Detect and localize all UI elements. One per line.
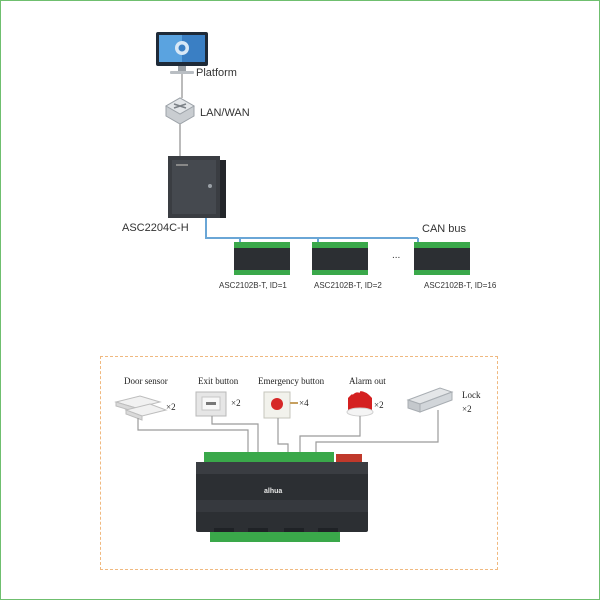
exit-button-label: Exit button: [198, 376, 239, 386]
slave-2-label: ASC2102B-T, ID=2: [314, 281, 382, 290]
ellipsis-label: ...: [392, 250, 401, 261]
can-bus-line: [205, 218, 418, 239]
switch-icon: [164, 97, 196, 125]
lock-label: Lock: [462, 390, 481, 400]
emergency-button-qty: ×4: [299, 398, 309, 408]
peripheral-wires: [137, 410, 439, 452]
exit-button-qty: ×2: [231, 398, 241, 408]
slave-controller-16-icon: [414, 242, 470, 275]
emergency-button-label: Emergency button: [258, 376, 325, 386]
can-bus-label: CAN bus: [422, 223, 467, 235]
detail-controller-icon: [196, 452, 368, 542]
alarm-out-qty: ×2: [374, 400, 384, 410]
platform-monitor-icon: [156, 32, 208, 74]
emergency-button-icon: [263, 391, 298, 419]
detail-dashed-box: [100, 356, 498, 570]
network-label: LAN/WAN: [200, 107, 250, 119]
exit-button-icon: [195, 391, 227, 417]
platform-label: Platform: [196, 67, 237, 79]
door-sensor-qty: ×2: [166, 402, 176, 412]
slave-controller-1-icon: [234, 242, 290, 275]
slave-1-label: ASC2102B-T, ID=1: [219, 281, 287, 290]
magnetic-lock-icon: [406, 387, 454, 413]
master-controller-icon: [168, 156, 226, 218]
slave-controller-2-icon: [312, 242, 368, 275]
door-sensor-icon: [114, 395, 168, 421]
brand-logo: alhua: [264, 488, 283, 495]
master-controller-label: ASC2204C-H: [122, 222, 189, 234]
lock-qty: ×2: [462, 404, 472, 414]
door-sensor-label: Door sensor: [124, 376, 168, 386]
alarm-out-label: Alarm out: [349, 376, 386, 386]
slave-16-label: ASC2102B-T, ID=16: [424, 281, 497, 290]
